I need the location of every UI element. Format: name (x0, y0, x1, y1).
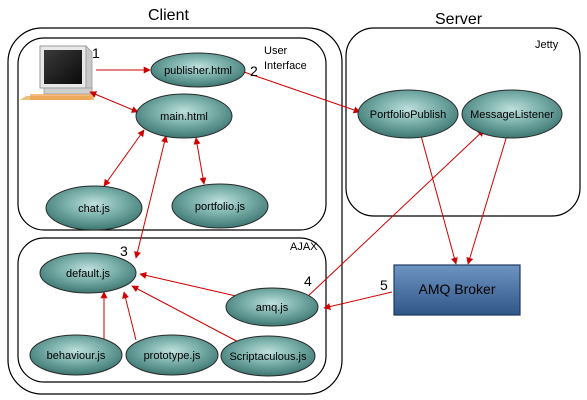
client-container (7, 27, 343, 395)
node-behaviour[interactable]: behaviour.js (29, 334, 123, 376)
node-message-listener[interactable]: MessageListener (461, 89, 563, 139)
node-portfolio-publish[interactable]: PortfolioPublish (357, 89, 459, 139)
marker-4: 4 (304, 273, 312, 289)
amq-broker-box[interactable]: AMQ Broker (393, 264, 521, 316)
edge-amq-messagelistener (305, 129, 485, 299)
node-publisher[interactable]: publisher.html (150, 52, 246, 88)
marker-2: 2 (250, 63, 258, 79)
node-main[interactable]: main.html (135, 93, 233, 139)
node-amq-label: amq.js (256, 302, 289, 314)
edge-broker-amq (323, 291, 393, 310)
node-default-label: default.js (66, 268, 111, 280)
node-chat-label: chat.js (78, 203, 110, 215)
user-interface-label-line2: Interface (264, 60, 307, 72)
node-chat[interactable]: chat.js (45, 185, 143, 231)
server-container (345, 27, 581, 217)
marker-3: 3 (120, 243, 128, 259)
edge-publisher-portfoliopublish (243, 71, 361, 114)
node-default[interactable]: default.js (39, 252, 137, 294)
edge-main-portfolio (193, 137, 207, 185)
node-portfolio-publish-label: PortfolioPublish (370, 109, 446, 121)
node-publisher-label: publisher.html (164, 65, 232, 77)
amq-broker-label: AMQ Broker (418, 281, 495, 297)
node-portfolio[interactable]: portfolio.js (171, 183, 269, 229)
edge-amq-default (139, 271, 237, 297)
marker-1: 1 (92, 45, 100, 61)
jetty-label: Jetty (535, 39, 559, 51)
edges (89, 66, 509, 347)
node-scriptaculous[interactable]: Scriptaculous.js (220, 335, 316, 377)
node-amq[interactable]: amq.js (225, 287, 319, 327)
node-behaviour-label: behaviour.js (47, 350, 106, 362)
node-scriptaculous-label: Scriptaculous.js (229, 351, 307, 363)
node-message-listener-label: MessageListener (470, 109, 554, 121)
edge-computer-main (89, 91, 139, 113)
edge-scriptaculous-default (131, 285, 247, 347)
server-heading: Server (435, 11, 483, 28)
computer-monitor-icon (20, 45, 96, 100)
node-prototype-label: prototype.js (144, 350, 201, 362)
client-heading: Client (148, 7, 189, 24)
edge-main-default (134, 135, 168, 259)
ajax-label: AJAX (290, 241, 318, 253)
user-interface-container (17, 37, 327, 231)
edge-portfoliopublish-broker (419, 131, 458, 265)
node-prototype[interactable]: prototype.js (125, 334, 219, 376)
node-portfolio-label: portfolio.js (195, 201, 246, 213)
marker-5: 5 (380, 277, 388, 293)
ajax-container (17, 237, 327, 383)
edge-prototype-default (122, 291, 137, 341)
edge-main-chat (103, 129, 145, 187)
node-main-label: main.html (160, 111, 208, 123)
edge-messagelistener-broker (466, 131, 509, 265)
user-interface-label-line1: User (264, 45, 288, 57)
